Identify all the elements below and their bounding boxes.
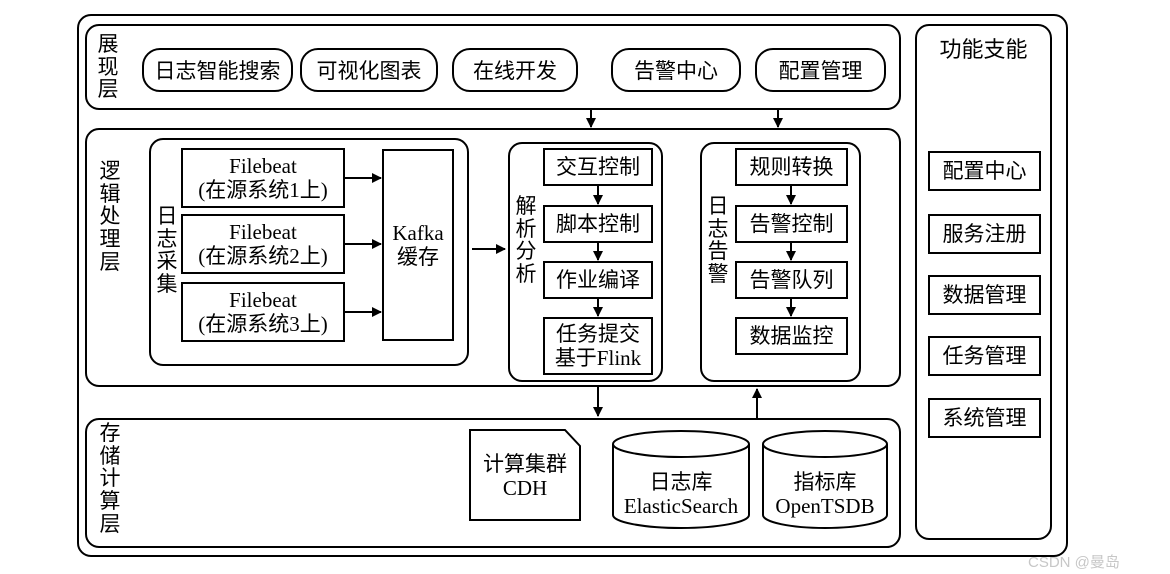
filebeat-3-name: Filebeat (229, 287, 297, 312)
analysis-step-script[interactable]: 脚本控制 (543, 205, 653, 243)
log-db-cylinder (612, 430, 750, 529)
filebeat-2-name: Filebeat (229, 219, 297, 244)
support-item-data-mgmt[interactable]: 数据管理 (928, 275, 1041, 315)
display-item-online-dev[interactable]: 在线开发 (452, 48, 578, 92)
display-item-config-mgmt[interactable]: 配置管理 (755, 48, 886, 92)
analysis-step-submit[interactable]: 任务提交 基于Flink (543, 317, 653, 375)
filebeat-1-host: (在源系统1上) (198, 178, 328, 202)
analysis-label: 解 析 分 析 (515, 194, 537, 287)
filebeat-1-name: Filebeat (229, 153, 297, 178)
filebeat-2-host: (在源系统2上) (198, 244, 328, 268)
support-item-task-mgmt[interactable]: 任务管理 (928, 336, 1041, 376)
metric-db-node[interactable]: 指标库 OpenTSDB (763, 470, 887, 518)
kafka-cache-label: 缓存 (397, 245, 439, 269)
log-db-title: 日志库 (649, 470, 713, 494)
alert-step-data-monitor[interactable]: 数据监控 (735, 317, 848, 355)
filebeat-node-1[interactable]: Filebeat (在源系统1上) (181, 148, 345, 208)
filebeat-node-2[interactable]: Filebeat (在源系统2上) (181, 214, 345, 274)
display-item-alert-center[interactable]: 告警中心 (611, 48, 741, 92)
log-db-subtitle: ElasticSearch (623, 494, 739, 519)
analysis-step-interaction[interactable]: 交互控制 (543, 148, 653, 186)
logic-layer-label: 逻 辑 处 理 层 (99, 159, 121, 274)
log-db-node[interactable]: 日志库 ElasticSearch (613, 470, 749, 518)
display-item-charts[interactable]: 可视化图表 (300, 48, 438, 92)
kafka-label: Kafka (392, 220, 444, 245)
log-collection-label: 日 志 采 集 (156, 204, 178, 297)
support-item-system-mgmt[interactable]: 系统管理 (928, 398, 1041, 438)
analysis-step-compile[interactable]: 作业编译 (543, 261, 653, 299)
cluster-title: 计算集群 (483, 452, 567, 476)
display-layer-label: 展 现 层 (97, 32, 119, 102)
storage-layer-label: 存 储 计 算 层 (99, 421, 121, 536)
filebeat-node-3[interactable]: Filebeat (在源系统3上) (181, 282, 345, 342)
csdn-watermark: CSDN @曼岛 (1028, 554, 1120, 571)
filebeat-3-host: (在源系统3上) (198, 312, 328, 336)
support-item-service-registry[interactable]: 服务注册 (928, 214, 1041, 254)
support-item-config-center[interactable]: 配置中心 (928, 151, 1041, 191)
alert-step-alert-control[interactable]: 告警控制 (735, 205, 848, 243)
cluster-subtitle: CDH (502, 476, 548, 501)
support-panel-title: 功能支能 (939, 37, 1028, 62)
metric-db-cylinder (762, 430, 888, 529)
alert-step-alert-queue[interactable]: 告警队列 (735, 261, 848, 299)
display-item-log-search[interactable]: 日志智能搜索 (142, 48, 293, 92)
alerting-label: 日 志 告 警 (707, 194, 729, 287)
metric-db-title: 指标库 (793, 470, 857, 494)
metric-db-subtitle: OpenTSDB (775, 494, 875, 519)
alert-step-rule-convert[interactable]: 规则转换 (735, 148, 848, 186)
cluster-node[interactable]: 计算集群 CDH (470, 452, 580, 500)
kafka-cache-node[interactable]: Kafka 缓存 (382, 149, 454, 341)
